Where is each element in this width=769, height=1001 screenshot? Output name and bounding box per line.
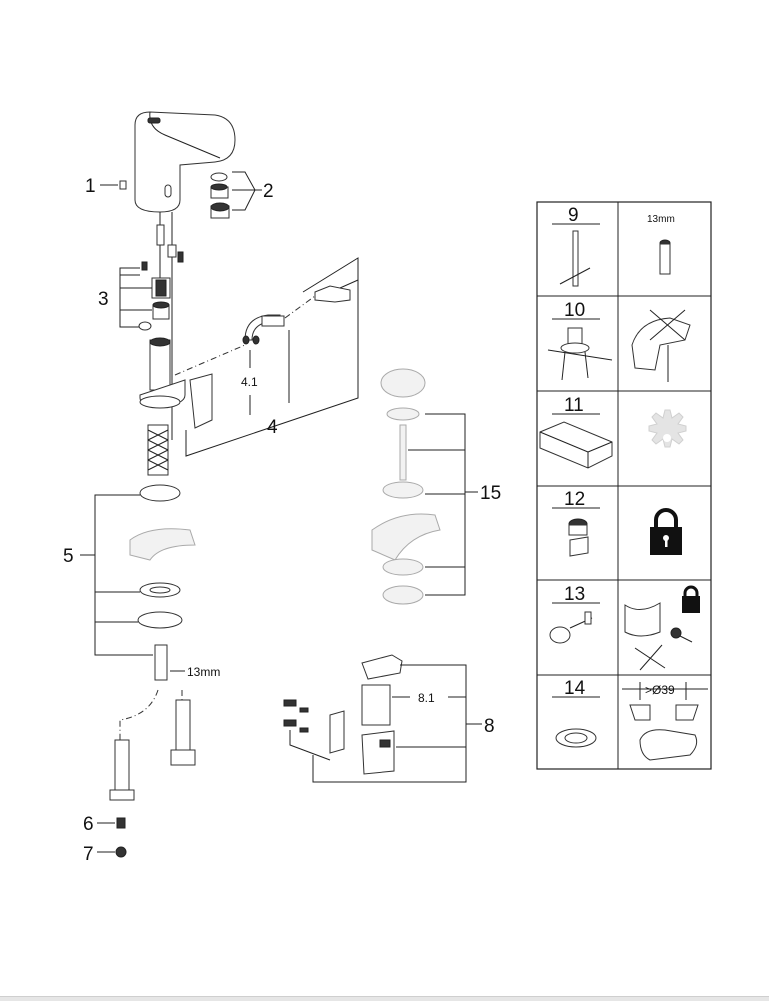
t-key-tool-icon — [559, 230, 591, 287]
flexible-hoses — [109, 689, 196, 801]
aerator-key-icon — [568, 518, 589, 557]
grid-caption-14: >Ø39 — [645, 683, 675, 697]
mixing-valve-assembly — [185, 257, 359, 457]
grid-row-10: 10 — [547, 300, 691, 382]
callout-2: 2 — [263, 181, 274, 202]
faucet-body — [134, 111, 236, 213]
grid-number-10: 10 — [564, 300, 585, 321]
anti-theft-screw-icon — [549, 611, 593, 644]
grid-caption-9: 13mm — [647, 214, 675, 225]
mounting-base — [139, 337, 246, 429]
filter-part — [115, 846, 127, 858]
padlock-icon — [650, 508, 682, 555]
callout-4-1: 4.1 — [241, 375, 258, 389]
washer-ring-icon — [555, 728, 597, 748]
do-not-install-crossed-icon — [631, 309, 691, 382]
callout-15: 15 — [480, 483, 501, 504]
grid-row-13: 13 — [549, 584, 700, 671]
callout-7: 7 — [83, 844, 94, 865]
grid-number-11: 11 — [564, 395, 584, 416]
nut-part — [116, 817, 126, 829]
grid-number-14: 14 — [564, 678, 586, 699]
grid-number-12: 12 — [564, 489, 585, 510]
padlock-bracket-icon — [624, 585, 700, 671]
callout-4: 4 — [267, 417, 278, 438]
fixing-set — [80, 484, 196, 681]
callout-6: 6 — [83, 814, 94, 835]
grid-row-12: 12 — [552, 489, 682, 557]
callout-3: 3 — [98, 289, 109, 310]
mounting-flange-icon — [547, 327, 613, 381]
gear-icon — [648, 409, 687, 448]
grid-number-9: 9 — [568, 205, 579, 226]
callout-8: 8 — [484, 716, 495, 737]
grid-number-13: 13 — [564, 584, 585, 605]
basin-hole-diameter-icon — [629, 704, 699, 761]
bottom-bar — [0, 996, 769, 1001]
grid-row-9: 9 13mm — [552, 205, 675, 287]
supply-hoses — [147, 424, 187, 476]
grid-row-11: 11 — [539, 395, 687, 469]
waste-set-ghost — [371, 368, 478, 605]
solenoid-valve-group — [119, 251, 184, 331]
wrench-size-label: 13mm — [187, 665, 220, 679]
tools-grid — [536, 201, 712, 770]
callout-5: 5 — [63, 546, 74, 567]
callout-8-1: 8.1 — [418, 691, 435, 705]
grid-row-14: 14 >Ø39 — [552, 678, 708, 761]
aerator-set — [210, 171, 262, 219]
callout-1: 1 — [85, 176, 96, 197]
socket-wrench-icon — [659, 239, 671, 275]
battery-box-set — [283, 654, 482, 783]
remote-control-icon — [539, 421, 613, 469]
